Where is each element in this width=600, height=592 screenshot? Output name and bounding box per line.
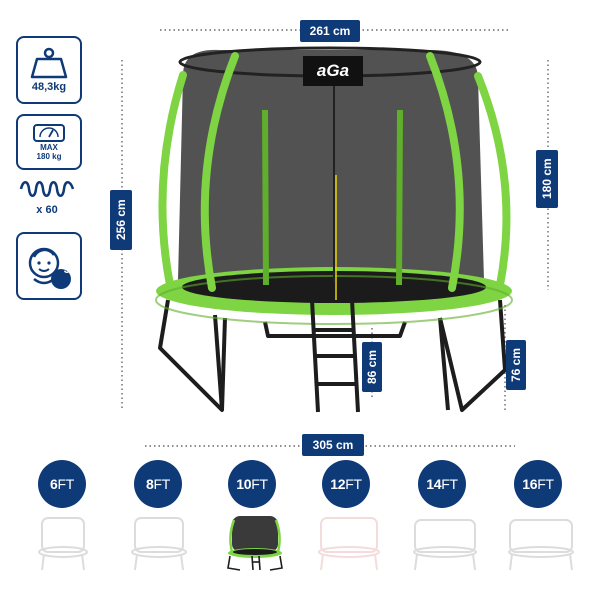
thumb-10ft[interactable]	[222, 512, 288, 574]
net-height-label: 180 cm	[536, 150, 558, 208]
weight-value: 48,3kg	[31, 81, 67, 93]
springs-value: x 60	[36, 204, 58, 216]
base-width-label: 305 cm	[302, 434, 364, 456]
age-spec: 3+	[16, 232, 82, 300]
brand-logo: aGa	[316, 61, 350, 80]
leg-height-label: 76 cm	[506, 340, 526, 390]
top-width-label: 261 cm	[300, 20, 360, 42]
max-load-value: 180 kg	[36, 152, 62, 161]
thumb-12ft[interactable]	[316, 512, 382, 574]
thumb-6ft[interactable]	[30, 512, 96, 574]
thumb-14ft[interactable]	[412, 512, 478, 574]
total-height-label: 256 cm	[110, 190, 132, 250]
thumb-8ft[interactable]	[126, 512, 192, 574]
springs-spec: x 60	[16, 178, 78, 222]
spring-icon	[19, 181, 75, 197]
thumb-16ft[interactable]	[508, 512, 574, 574]
scale-icon	[33, 124, 65, 142]
weight-spec: 48,3kg	[16, 36, 82, 104]
weight-icon	[30, 47, 68, 79]
max-load-spec: MAX 180 kg	[16, 114, 82, 170]
age-value: 3+	[63, 264, 77, 276]
child-icon	[28, 247, 71, 289]
max-load-label: MAX	[40, 143, 58, 152]
ladder-height-label: 86 cm	[362, 342, 382, 392]
